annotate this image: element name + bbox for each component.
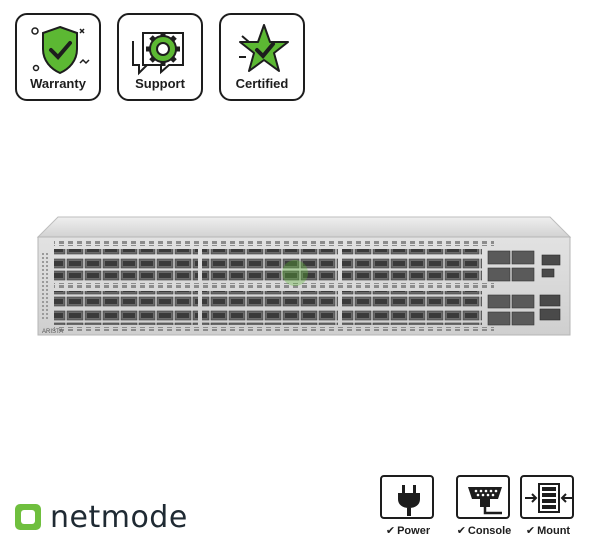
power-label: Power [397,525,431,537]
star-check-icon [239,24,289,72]
gear-chat-icon [132,32,184,76]
network-switch-image: ARISTA [36,216,572,336]
rack-mount-icon [525,483,573,513]
check-icon: ✔ [456,525,466,537]
support-badge: Support [117,13,203,101]
console-cable-icon [468,487,502,515]
check-icon: ✔ [385,525,396,537]
shield-check-icon [31,25,90,75]
netmode-brand: netmode [14,497,188,537]
vendor-mark: ARISTA [42,329,63,335]
warranty-badge: Warranty [15,13,101,101]
power-plug-icon [398,485,420,516]
feature-mount: ✔Mount [516,475,578,541]
feature-power: ✔Power [376,475,438,541]
support-label: Support [135,76,185,91]
certified-badge: Certified [219,13,305,101]
netmode-logo-icon [15,504,41,530]
mount-label: Mount [537,525,571,537]
console-label: Console [467,525,512,537]
warranty-label: Warranty [30,76,86,91]
certified-label: Certified [235,76,289,91]
brand-name: netmode [50,499,188,535]
check-icon: ✔ [525,525,536,537]
feature-console: ✔Console [452,475,514,541]
